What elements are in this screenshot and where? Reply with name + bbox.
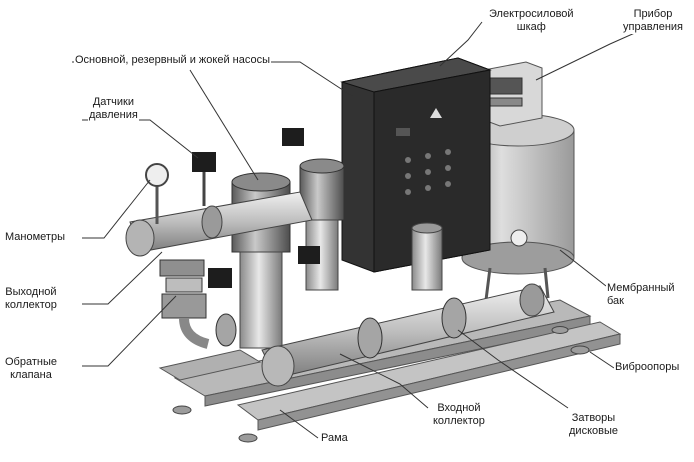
leader-lines bbox=[72, 21, 647, 439]
label-disk-valves-line2: дисковые bbox=[569, 425, 618, 437]
label-check-valves-line2: клапана bbox=[10, 369, 52, 381]
label-power-cabinet-line1: Электросиловой bbox=[489, 8, 574, 20]
label-outlet-collector-line2: коллектор bbox=[5, 299, 57, 311]
label-pressure-sensors: Датчики давления bbox=[88, 96, 139, 122]
label-disk-valves: Затворы дисковые bbox=[568, 412, 619, 438]
label-inlet-collector-line1: Входной bbox=[437, 402, 481, 414]
label-inlet-collector-line2: коллектор bbox=[433, 415, 485, 427]
label-vibration-mounts: Виброопоры bbox=[614, 361, 681, 374]
label-control-device: Прибор управления bbox=[622, 8, 684, 34]
label-outlet-collector: Выходной коллектор bbox=[4, 286, 58, 312]
label-control-device-line1: Прибор bbox=[633, 8, 673, 20]
label-manometers: Манометры bbox=[4, 231, 66, 244]
manometer bbox=[145, 163, 169, 224]
label-frame: Рама bbox=[320, 432, 349, 445]
label-membrane-tank-line1: Мембранный bbox=[607, 282, 675, 294]
label-check-valves: Обратные клапана bbox=[4, 356, 58, 382]
check-valves bbox=[159, 259, 210, 349]
control-device bbox=[483, 61, 543, 127]
label-inlet-collector: Входной коллектор bbox=[432, 402, 486, 428]
label-check-valves-line1: Обратные bbox=[5, 356, 57, 368]
label-outlet-collector-line1: Выходной bbox=[5, 286, 57, 298]
power-cabinet bbox=[340, 57, 492, 273]
label-disk-valves-line1: Затворы bbox=[571, 412, 616, 424]
disk-valves bbox=[215, 297, 467, 359]
pressure-sensors bbox=[192, 128, 320, 288]
outlet-collector bbox=[125, 191, 313, 257]
label-membrane-tank-line2: бак bbox=[607, 295, 624, 307]
label-pumps: Основной, резервный и жокей насосы bbox=[74, 54, 271, 67]
label-pressure-sensors-line1: Датчики bbox=[92, 96, 135, 108]
label-pressure-sensors-line2: давления bbox=[89, 109, 138, 121]
label-power-cabinet-line2: шкаф bbox=[516, 21, 546, 33]
vibration-mounts bbox=[172, 326, 590, 443]
label-power-cabinet: Электросиловой шкаф bbox=[488, 8, 575, 34]
label-membrane-tank: Мембранный бак bbox=[606, 282, 676, 308]
label-control-device-line2: управления bbox=[623, 21, 683, 33]
